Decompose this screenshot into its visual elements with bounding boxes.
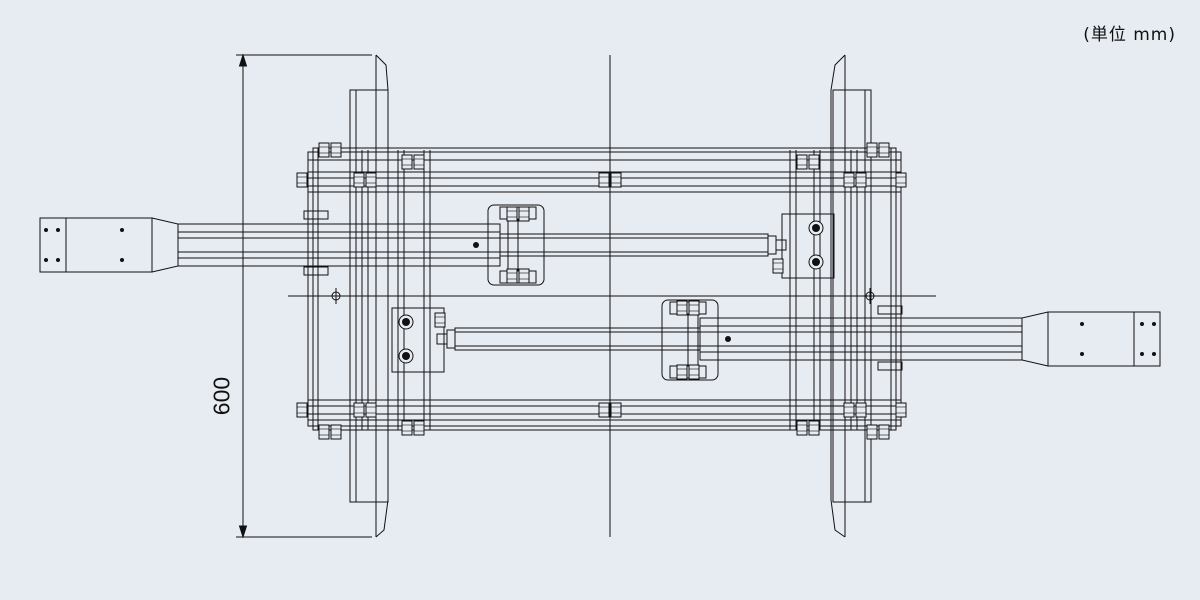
upper-actuator xyxy=(40,205,834,285)
lower-actuator xyxy=(392,300,1160,380)
left-crossbeam xyxy=(350,55,430,537)
right-crossbeam xyxy=(790,55,871,537)
upper-actuator-dots xyxy=(44,228,479,262)
dimension-600 xyxy=(236,55,372,537)
main-frame xyxy=(308,148,901,430)
centerlines xyxy=(288,55,936,537)
unit-note: (単位 mm) xyxy=(1083,25,1176,45)
center-marks xyxy=(332,288,874,304)
lower-actuator-dots xyxy=(725,322,1156,356)
